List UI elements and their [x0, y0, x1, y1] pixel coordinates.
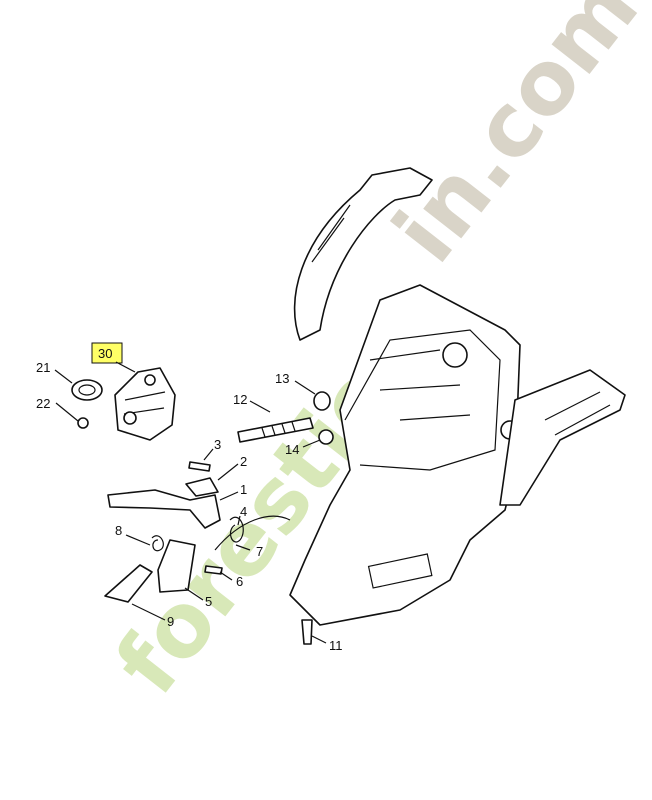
part-13-cap	[313, 391, 331, 411]
part-6-pin	[204, 565, 223, 575]
callout-6: 6	[236, 574, 243, 589]
callout-2: 2	[240, 454, 247, 469]
part-4-spring	[229, 516, 244, 543]
callout-21: 21	[36, 360, 50, 375]
part-21-gasket	[71, 379, 103, 401]
part-30-carburetor	[114, 367, 176, 441]
callout-8: 8	[115, 523, 122, 538]
callout-30: 30	[98, 346, 112, 361]
callout-3: 3	[214, 437, 221, 452]
callout-4: 4	[240, 504, 247, 519]
callout-1: 1	[240, 482, 247, 497]
part-14-nut	[318, 429, 334, 445]
callout-12: 12	[233, 392, 247, 407]
callout-14: 14	[285, 442, 299, 457]
callout-11: 11	[329, 638, 343, 653]
part-2-lever	[185, 477, 219, 497]
callout-5: 5	[205, 594, 212, 609]
callout-22: 22	[36, 396, 50, 411]
part-8-spring	[151, 535, 164, 552]
top-handle	[293, 167, 433, 341]
rear-handle-housing	[289, 167, 626, 626]
part-22-nut	[77, 417, 89, 429]
part-5-interlock	[157, 539, 196, 593]
callout-9: 9	[167, 614, 174, 629]
part-12-bolt	[237, 417, 314, 443]
part-11-screw	[301, 619, 313, 645]
part-1-trigger	[107, 489, 221, 529]
callout-7: 7	[256, 544, 263, 559]
highlight-box-30	[91, 342, 123, 364]
rear-grip	[499, 369, 626, 506]
housing-body	[289, 284, 521, 626]
leader-lines	[54, 361, 327, 644]
part-3-pin	[188, 461, 211, 472]
part-7-spring-wire	[214, 515, 291, 551]
callout-13: 13	[275, 371, 289, 386]
callout-labels: 30 21 22 13 12 14 3 2 1 4 7 8 6 5 9 11	[36, 346, 343, 653]
part-9-lever	[104, 564, 153, 603]
watermark-text-tail: in.com	[373, 0, 652, 281]
